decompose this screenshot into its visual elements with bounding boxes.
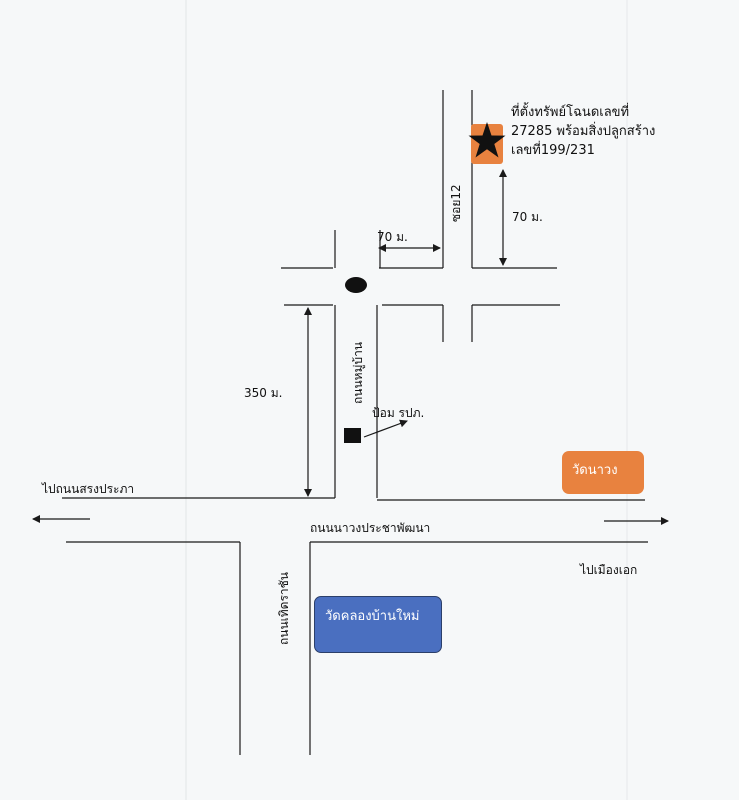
star-icon	[468, 122, 506, 158]
police-box-label: ป้อม รปภ.	[372, 406, 425, 420]
side-road-label: ถนนเทิดราชัน	[277, 571, 291, 645]
property-line-1: ที่ตั้งทรัพย์โฉนดเลขที่	[511, 105, 630, 120]
direction-right-label: ไปเมืองเอก	[580, 563, 638, 577]
property-label: ที่ตั้งทรัพย์โฉนดเลขที่ 27285 พร้อมสิ่งป…	[511, 103, 655, 160]
wat-nawong-box: วัดนาวง	[562, 451, 644, 494]
distance-70m-horizontal: 70 ม.	[377, 230, 408, 244]
distance-70m-vertical: 70 ม.	[512, 210, 543, 224]
roundabout-marker	[345, 277, 367, 293]
police-box-pointer	[363, 419, 408, 438]
main-road-label: ถนนนาวงประชาพัฒนา	[310, 521, 431, 535]
distance-350m: 350 ม.	[244, 386, 283, 400]
property-line-3: เลขที่199/231	[511, 143, 595, 158]
police-box-marker	[344, 428, 361, 443]
direction-left-label: ไปถนนสรงประภา	[42, 482, 135, 496]
wat-khlong-box: วัดคลองบ้านใหม่	[314, 596, 442, 653]
soi-12-label: ซอย12	[449, 184, 463, 222]
property-line-2: 27285 พร้อมสิ่งปลูกสร้าง	[511, 124, 656, 139]
village-road-label: ถนนหมู่บ้าน	[351, 341, 365, 404]
